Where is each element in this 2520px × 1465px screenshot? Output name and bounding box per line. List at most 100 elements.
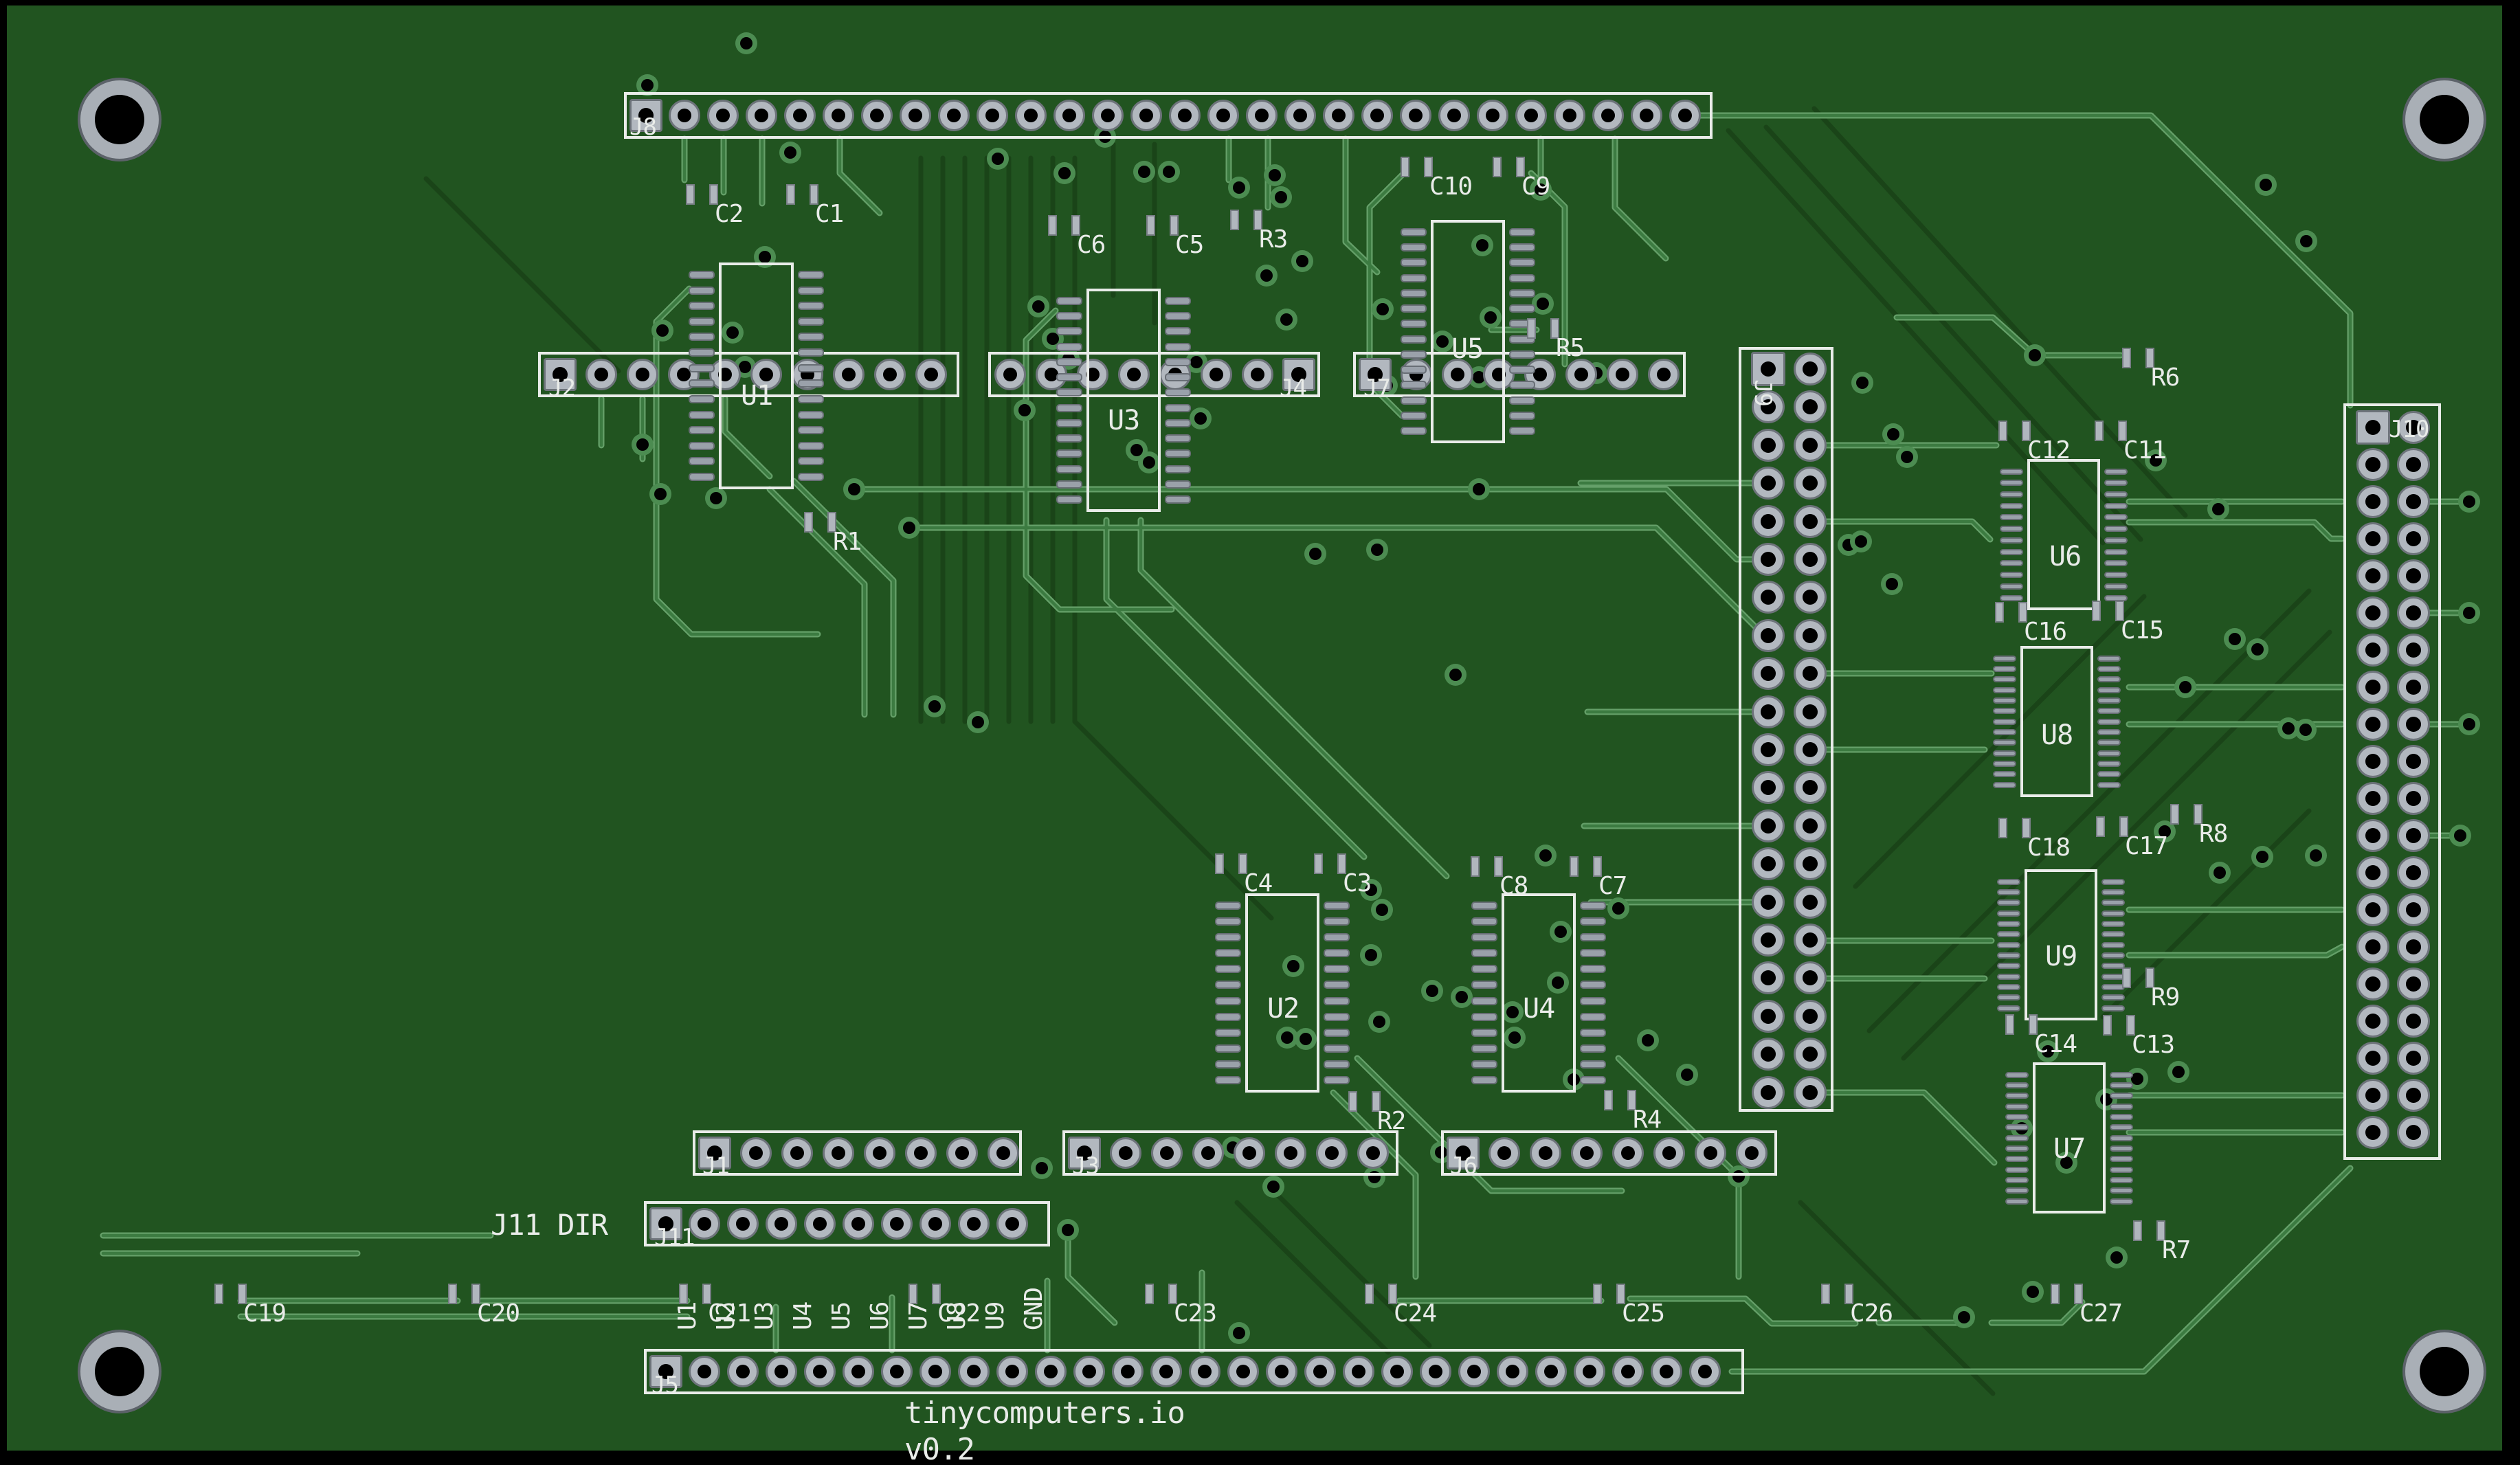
via-hole [1732, 1170, 1745, 1183]
trace [1616, 1056, 1741, 1279]
via-hole [2251, 643, 2264, 656]
via-hole [1435, 1146, 1447, 1159]
trace [1615, 1055, 1742, 1280]
via-hole [2100, 1093, 2112, 1106]
via-hole [1381, 379, 1393, 392]
trace [838, 137, 882, 215]
via-hole [928, 700, 941, 713]
trace [1988, 1299, 2086, 1326]
trace [766, 486, 868, 718]
via-hole [1537, 298, 1549, 310]
via-hole [1887, 428, 1899, 440]
via-hole [2016, 1122, 2028, 1134]
via-hole [1130, 444, 1143, 456]
via-hole [1554, 926, 1567, 938]
trace [1807, 1089, 1998, 1166]
via-hole [2029, 349, 2041, 361]
via-hole [1958, 1311, 1970, 1323]
via-hole [1058, 167, 1071, 179]
via-hole [2172, 1066, 2185, 1078]
via-hole [2159, 825, 2171, 838]
trace [1368, 171, 1406, 418]
via-hole [1371, 544, 1383, 556]
trace [1275, 1193, 1432, 1348]
via-hole [1309, 548, 1322, 560]
trace [1811, 106, 2188, 518]
trace [1064, 1227, 1118, 1326]
trace [2127, 520, 2344, 541]
via-hole [903, 522, 915, 534]
via-hole [1143, 456, 1155, 469]
via-hole [1473, 371, 1485, 383]
trace [907, 526, 1770, 638]
trace [1798, 1200, 1996, 1396]
via-hole [1508, 1031, 1521, 1044]
trace [654, 287, 820, 636]
via-hole [1436, 335, 1449, 348]
trace [836, 135, 883, 216]
trace [1612, 135, 1669, 262]
via-hole [759, 251, 771, 263]
via-hole [1099, 131, 1111, 143]
via-hole [654, 488, 667, 500]
via-hole [2027, 1286, 2039, 1298]
via-hole [1855, 535, 1867, 548]
via-hole [1376, 303, 1389, 315]
via-hole [1365, 949, 1377, 961]
trace [1355, 1056, 1624, 1193]
via-hole [1267, 1181, 1280, 1193]
via-hole [1473, 483, 1485, 495]
via-hole [2463, 607, 2475, 619]
via-hole [2299, 724, 2312, 736]
via-hole [1260, 269, 1273, 282]
via-hole [1032, 300, 1045, 313]
trace [790, 478, 897, 718]
trace [1137, 517, 1450, 880]
via-hole [1426, 985, 1438, 997]
via-hole [2110, 1251, 2123, 1264]
via-hole [1296, 255, 1308, 267]
trace [423, 176, 621, 374]
via-hole [1275, 191, 1287, 203]
trace [1853, 594, 2147, 889]
via-hole [992, 153, 1004, 165]
via-hole [1233, 181, 1245, 194]
via-hole [1552, 976, 1564, 989]
via-hole [1233, 1327, 1245, 1339]
via-hole [1681, 1069, 1693, 1081]
via-hole [2282, 722, 2295, 735]
trace [1613, 137, 1668, 260]
via-hole [1856, 377, 1869, 389]
via-hole [1568, 1073, 1580, 1086]
via-hole [1535, 183, 1547, 196]
via-hole [1590, 367, 1603, 379]
via-hole [1506, 1006, 1519, 1018]
via-hole [1018, 404, 1031, 416]
via-hole [710, 492, 722, 504]
via-hole [2300, 235, 2312, 247]
via-hole [2463, 495, 2475, 508]
via-hole [1269, 169, 1281, 181]
via-hole [1376, 904, 1388, 916]
trace [1234, 1200, 1391, 1355]
via-hole [656, 324, 669, 337]
via-hole [1036, 1162, 1048, 1174]
trace [723, 396, 772, 478]
via-hole [1373, 1016, 1385, 1028]
via-hole [1449, 669, 1462, 681]
via-hole [1484, 311, 1497, 324]
via-hole [1365, 884, 1377, 896]
via-hole [1194, 412, 1207, 425]
trace [1682, 112, 2354, 409]
via-hole [641, 79, 654, 91]
via-hole [2060, 1156, 2073, 1169]
via-hole [1287, 960, 1300, 972]
via-hole [1163, 166, 1175, 178]
via-hole [1138, 166, 1150, 178]
via-hole [636, 438, 649, 451]
trace [1728, 1165, 2354, 1375]
trace [1895, 315, 2037, 357]
via-hole [1281, 1031, 1293, 1044]
via-hole [2256, 851, 2268, 863]
trace [1763, 124, 2143, 542]
